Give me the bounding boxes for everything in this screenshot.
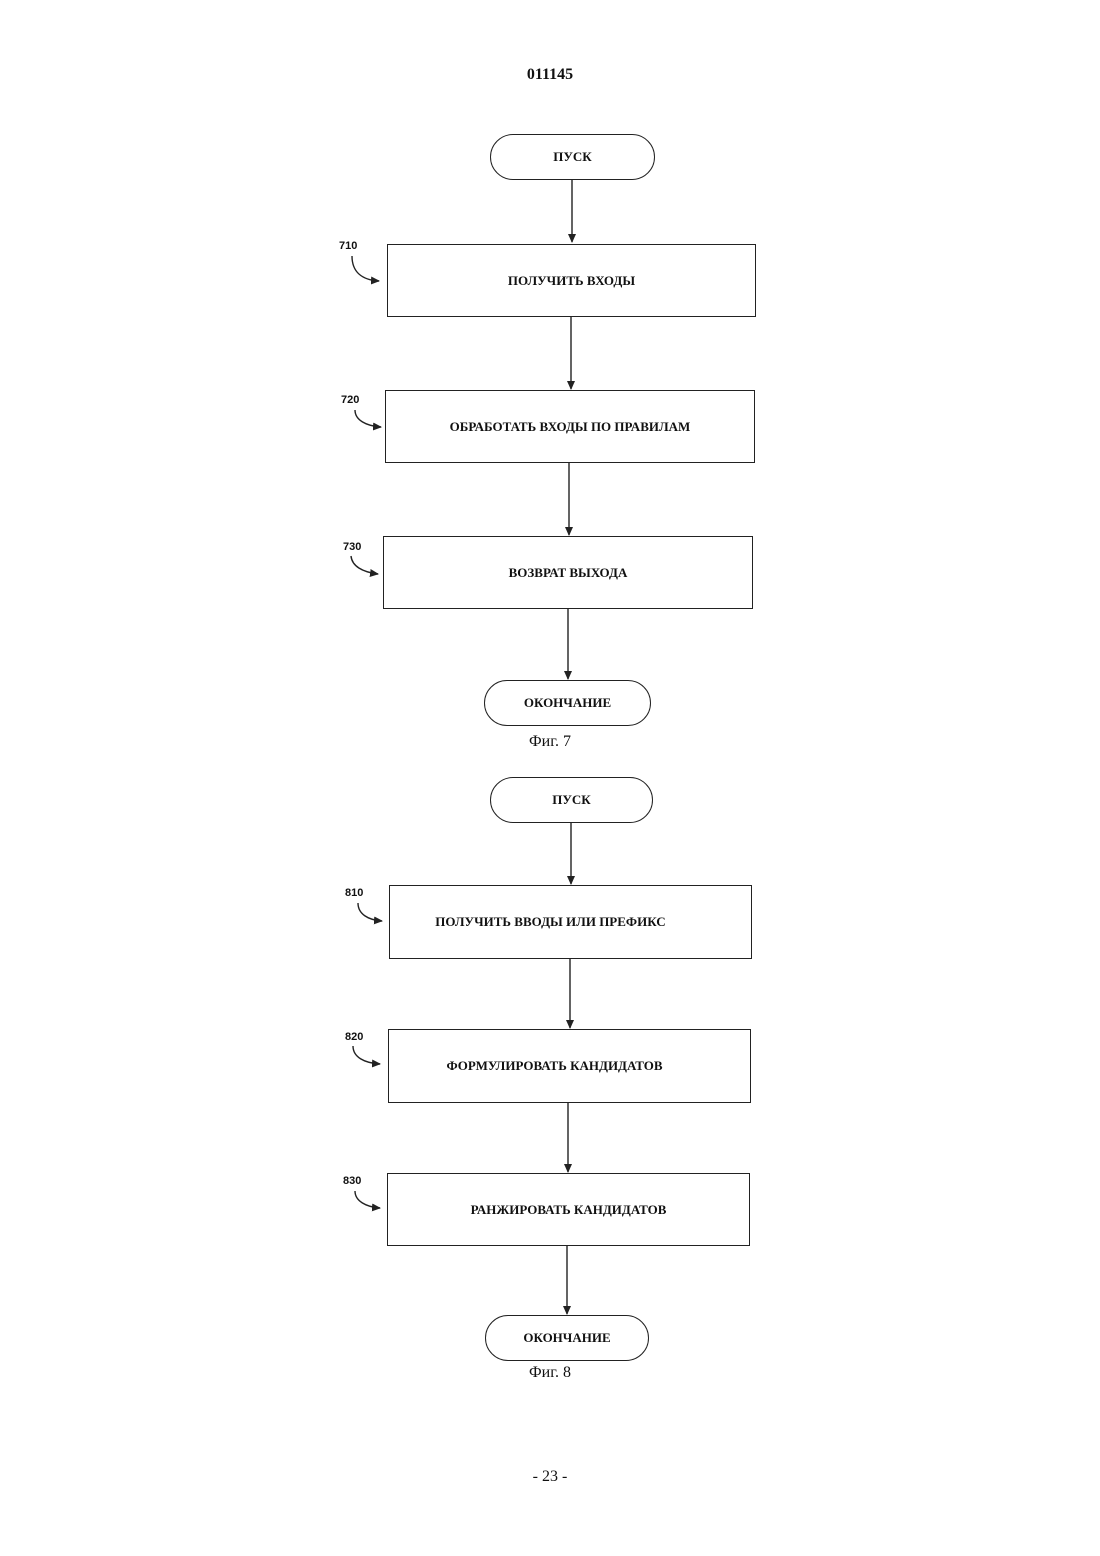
fig7-caption: Фиг. 7 bbox=[490, 733, 610, 751]
ref-810: 810 bbox=[345, 887, 363, 899]
fig7-start-label: ПУСК bbox=[553, 149, 591, 165]
fig8-start-terminal: ПУСК bbox=[490, 777, 653, 823]
fig8-end-label: ОКОНЧАНИЕ bbox=[523, 1330, 610, 1346]
fig8-end-terminal: ОКОНЧАНИЕ bbox=[485, 1315, 649, 1361]
fig7-end-terminal: ОКОНЧАНИЕ bbox=[484, 680, 651, 726]
ref-830: 830 bbox=[343, 1175, 361, 1187]
ref-820-leader bbox=[353, 1046, 380, 1064]
ref-730: 730 bbox=[343, 541, 361, 553]
fig7-step-710-label: ПОЛУЧИТЬ ВХОДЫ bbox=[508, 273, 635, 289]
ref-710-leader bbox=[352, 256, 379, 281]
ref-810-leader bbox=[358, 903, 382, 921]
fig8-step-820: ФОРМУЛИРОВАТЬ КАНДИДАТОВ bbox=[388, 1029, 751, 1103]
fig7-step-730-label: ВОЗВРАТ ВЫХОДА bbox=[509, 565, 628, 581]
ref-730-leader bbox=[351, 556, 378, 574]
ref-710: 710 bbox=[339, 240, 357, 252]
fig8-step-810: ПОЛУЧИТЬ ВВОДЫ ИЛИ ПРЕФИКС bbox=[389, 885, 752, 959]
fig7-step-720-label: ОБРАБОТАТЬ ВХОДЫ ПО ПРАВИЛАМ bbox=[450, 419, 691, 435]
fig7-end-label: ОКОНЧАНИЕ bbox=[524, 695, 611, 711]
fig8-step-830: РАНЖИРОВАТЬ КАНДИДАТОВ bbox=[387, 1173, 750, 1246]
fig8-caption: Фиг. 8 bbox=[490, 1364, 610, 1382]
ref-820: 820 bbox=[345, 1031, 363, 1043]
fig8-step-830-label: РАНЖИРОВАТЬ КАНДИДАТОВ bbox=[471, 1202, 667, 1218]
fig7-step-710: ПОЛУЧИТЬ ВХОДЫ bbox=[387, 244, 756, 317]
page-number: - 23 - bbox=[0, 1468, 1100, 1486]
ref-720-leader bbox=[355, 410, 381, 427]
fig8-start-label: ПУСК bbox=[552, 792, 590, 808]
fig7-start-terminal: ПУСК bbox=[490, 134, 655, 180]
fig7-step-720: ОБРАБОТАТЬ ВХОДЫ ПО ПРАВИЛАМ bbox=[385, 390, 755, 463]
fig8-step-810-label: ПОЛУЧИТЬ ВВОДЫ ИЛИ ПРЕФИКС bbox=[435, 914, 665, 930]
ref-830-leader bbox=[355, 1191, 380, 1208]
ref-720: 720 bbox=[341, 394, 359, 406]
fig8-step-820-label: ФОРМУЛИРОВАТЬ КАНДИДАТОВ bbox=[446, 1058, 662, 1074]
fig7-step-730: ВОЗВРАТ ВЫХОДА bbox=[383, 536, 753, 609]
